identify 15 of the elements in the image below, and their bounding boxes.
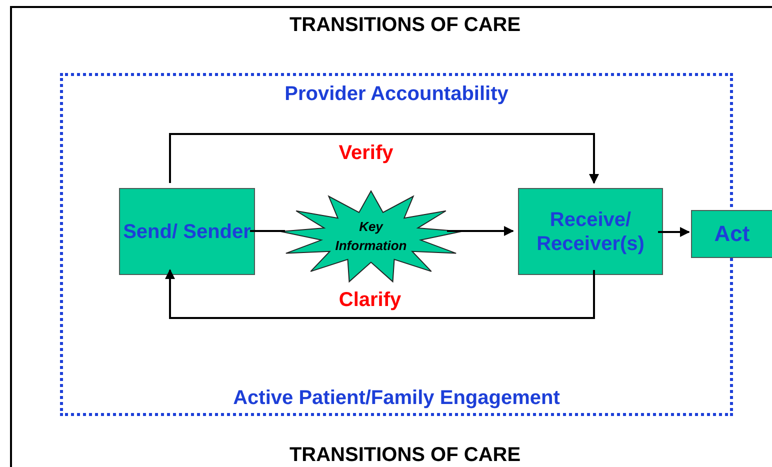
- title: TRANSITIONS OF CARE: [289, 444, 521, 467]
- process-box: Receive/ Receiver(s): [518, 188, 663, 275]
- process-box: Act: [691, 210, 772, 258]
- arrow: [447, 226, 514, 236]
- heading: Provider Accountability: [284, 83, 508, 106]
- frame-box: [10, 6, 772, 467]
- starburst-label: Key Information: [334, 218, 408, 255]
- arrow: [165, 269, 595, 319]
- edge-label: Verify: [338, 142, 394, 165]
- process-box: Send/ Sender: [119, 188, 255, 275]
- heading: Active Patient/Family Engagement: [233, 387, 560, 410]
- arrow: [658, 227, 690, 237]
- arrow: [169, 133, 599, 184]
- title: TRANSITIONS OF CARE: [289, 14, 521, 37]
- edge-label: Clarify: [338, 289, 402, 312]
